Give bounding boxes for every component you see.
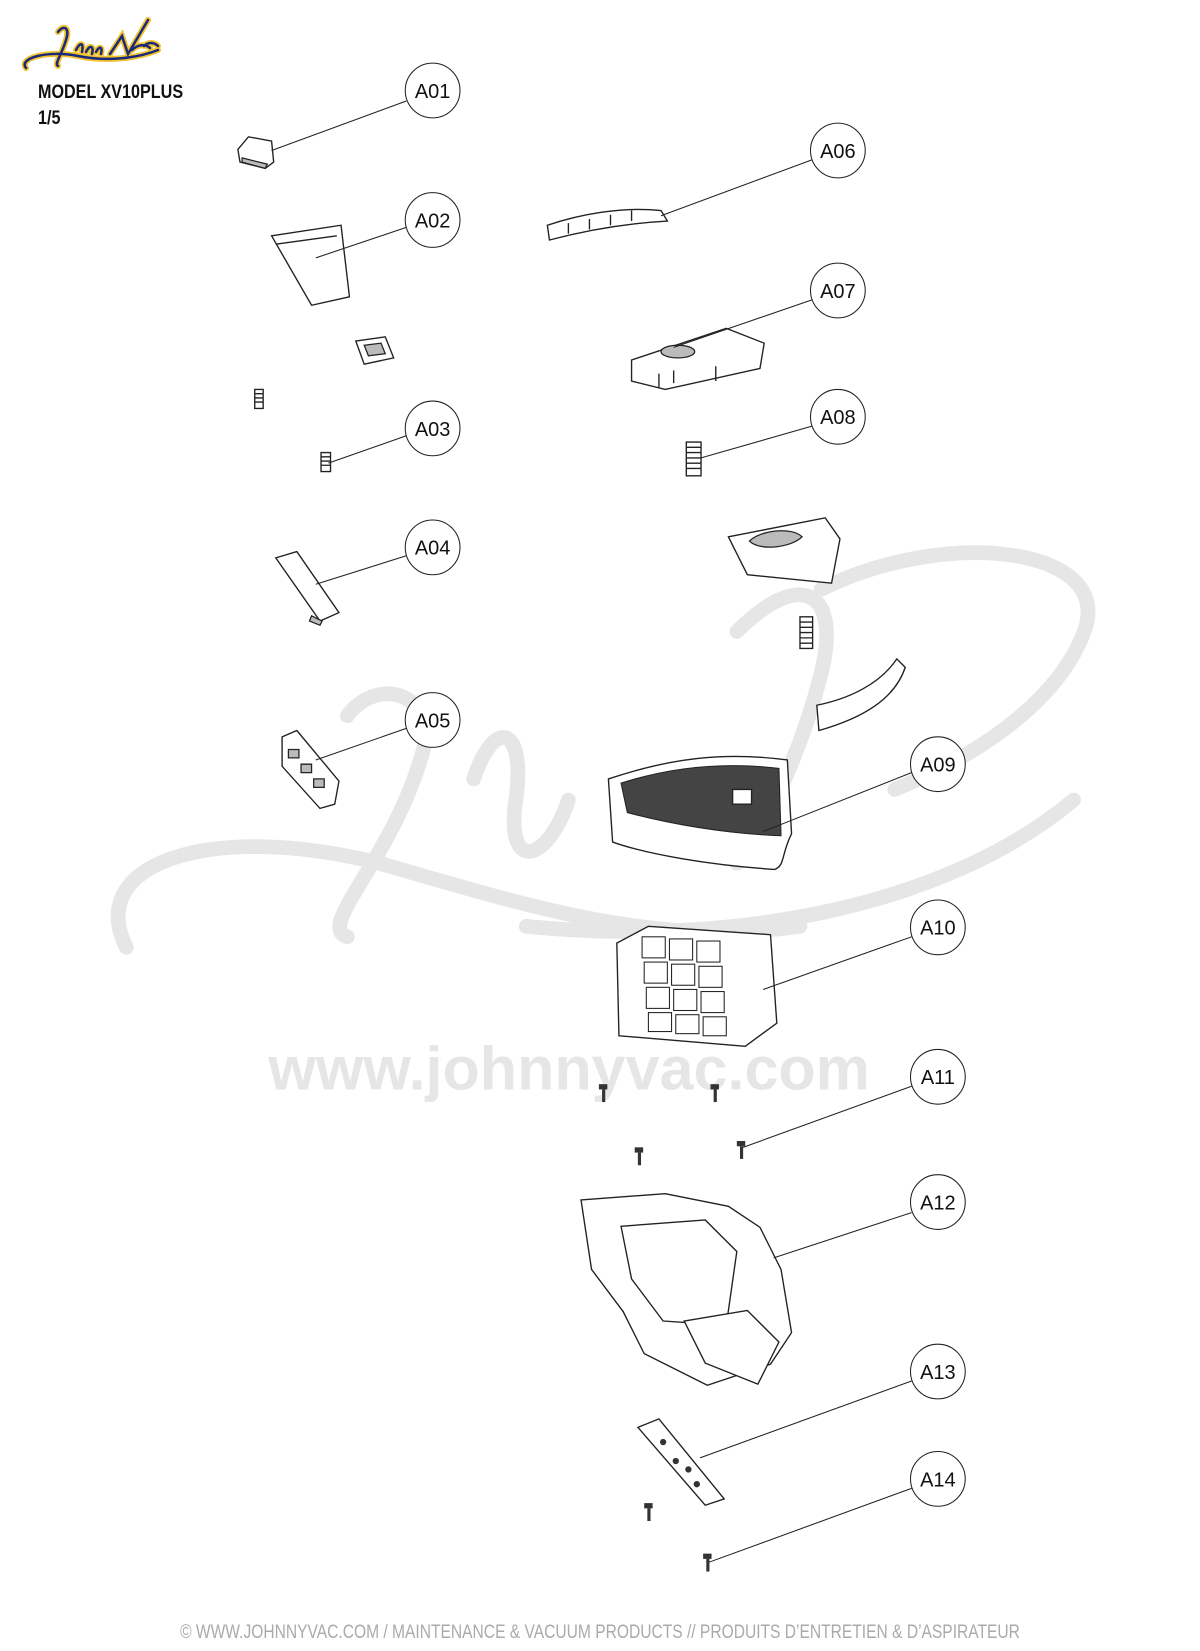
svg-text:A03: A03 <box>415 419 451 441</box>
part-a14-screw <box>703 1553 712 1572</box>
part-a10-filter-frame <box>616 925 778 1047</box>
part-a11-screws <box>598 1084 746 1166</box>
part-a12-base <box>580 1192 793 1386</box>
part-a13-plate <box>636 1418 726 1507</box>
part-a08 <box>685 441 702 477</box>
page-number: 1/5 <box>38 108 61 129</box>
johnnyvac-logo <box>21 17 161 71</box>
callout-a13: A13 <box>909 1343 966 1400</box>
part-screw-small <box>644 1503 653 1522</box>
svg-text:A02: A02 <box>415 210 451 232</box>
svg-text:A08: A08 <box>820 407 856 429</box>
callout-a07: A07 <box>809 262 866 319</box>
callout-a01: A01 <box>404 62 461 119</box>
callout-a09: A09 <box>909 736 966 793</box>
svg-text:A06: A06 <box>820 141 856 163</box>
watermark-logo: www.johnnyvac.com <box>110 545 1096 1102</box>
watermark-url: www.johnnyvac.com <box>267 1034 870 1102</box>
part-a01 <box>237 136 275 170</box>
callout-a06: A06 <box>809 122 866 179</box>
svg-text:A07: A07 <box>820 281 856 303</box>
callout-a12: A12 <box>909 1174 966 1230</box>
part-a03 <box>320 451 332 473</box>
svg-text:A01: A01 <box>415 81 451 103</box>
part-spring <box>799 616 814 650</box>
part-a09-filter <box>607 755 793 871</box>
part-a04 <box>274 550 340 627</box>
part-button <box>354 336 395 365</box>
model-name: MODEL XV10PLUS <box>38 82 184 103</box>
callout-a14: A14 <box>909 1451 966 1507</box>
part-handle <box>816 657 907 732</box>
callout-a11: A11 <box>909 1048 966 1105</box>
svg-text:A12: A12 <box>920 1192 956 1214</box>
part-spring-small <box>254 388 264 410</box>
svg-text:A13: A13 <box>920 1362 956 1384</box>
part-a06 <box>546 208 669 241</box>
part-a02 <box>270 224 351 307</box>
svg-text:A05: A05 <box>415 710 451 732</box>
callout-a02: A02 <box>404 192 461 248</box>
svg-text:A09: A09 <box>920 755 956 777</box>
part-a05 <box>281 729 340 810</box>
leader-lines <box>271 100 912 1563</box>
callout-a08: A08 <box>809 388 866 445</box>
svg-text:A04: A04 <box>415 538 451 560</box>
part-cover <box>727 517 841 584</box>
callout-a05: A05 <box>404 692 461 748</box>
callout-a04: A04 <box>404 519 461 576</box>
part-a07 <box>630 327 765 391</box>
footer-copyright: © WWW.JOHNNYVAC.COM / MAINTENANCE & VACU… <box>180 1622 1020 1643</box>
svg-text:A11: A11 <box>921 1067 955 1089</box>
callout-a10: A10 <box>909 899 966 956</box>
svg-text:A10: A10 <box>920 918 956 940</box>
callout-a03: A03 <box>404 400 461 457</box>
svg-text:A14: A14 <box>920 1469 956 1491</box>
